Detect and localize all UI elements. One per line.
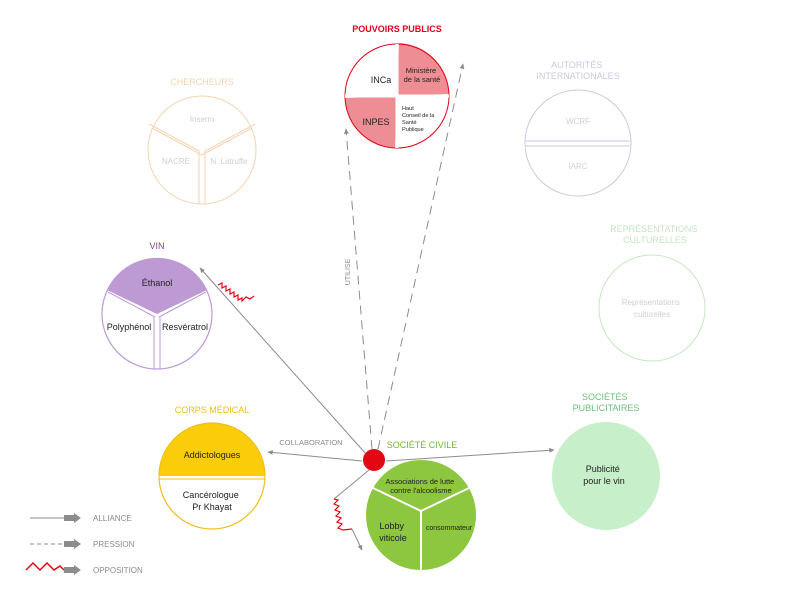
label-wcrf: WCRF	[566, 117, 590, 126]
opposition-arrow-lobby-line	[333, 469, 370, 500]
legend-alliance-label: ALLIANCE	[93, 514, 132, 523]
opposition-zigzag-vin	[217, 282, 255, 303]
chercheurs-outline	[147, 95, 257, 205]
publicitaires-disc	[552, 422, 660, 530]
vin-outline	[101, 258, 213, 370]
alliance-arrow-publicitaires	[385, 447, 555, 462]
pression-arrow-haut-conseil	[377, 63, 465, 450]
label-polyphenol: Polyphénol	[107, 322, 152, 332]
legend-pression-arrowhead	[74, 539, 81, 549]
legend-opposition-arrowhead	[74, 565, 81, 575]
autorites-title: AUTORITÉS INTERNATIONALES	[536, 60, 619, 81]
label-publicite: Publicité pour le vin	[583, 464, 625, 486]
connectors	[199, 63, 555, 564]
segment-ethanol	[107, 257, 207, 314]
label-consommateur: consommateur	[426, 525, 473, 532]
legend-alliance-arrowhead	[74, 513, 81, 523]
node-autorites-internationales: AUTORITÉS INTERNATIONALES WCRF IARC	[524, 60, 632, 197]
node-societes-publicitaires: SOCIÉTÉS PUBLICITAIRES Publicité pour le…	[552, 392, 660, 530]
alliance-arrow-vin	[199, 267, 367, 455]
label-cancerologue: Cancérologue Pr Khayat	[183, 490, 242, 512]
chercheurs-title: CHERCHEURS	[170, 77, 234, 87]
representations-title: REPRÉSENTATIONS CULTURELLES	[610, 224, 700, 245]
opposition-arrow-lobby-tail	[351, 528, 363, 551]
legend-opposition-arrow	[64, 567, 74, 573]
corps-medical-outline	[158, 422, 266, 530]
segment-addictologues	[159, 423, 265, 476]
chercheurs-dividers	[148, 123, 256, 204]
label-addictologues: Addictologues	[184, 450, 241, 460]
alliance-arrow-corps-medical	[267, 450, 363, 462]
node-societe-civile: SOCIÉTÉ CIVILE Associations de lutte con…	[366, 440, 476, 570]
corps-medical-title: CORPS MÉDICAL	[175, 405, 250, 415]
label-inserm: Inserm	[190, 115, 215, 124]
label-latruffe: N. Latruffe	[210, 157, 248, 166]
pression-arrow-inca	[343, 128, 373, 450]
pouvoirs-publics-title: POUVOIRS PUBLICS	[352, 24, 442, 34]
legend-alliance-arrow	[64, 515, 74, 521]
publicitaires-title: SOCIÉTÉS PUBLICITAIRES	[573, 392, 640, 413]
label-iarc: IARC	[568, 162, 587, 171]
label-nacre: NACRE	[162, 157, 190, 166]
label-inca: INCa	[371, 75, 392, 85]
societe-civile-dividers	[372, 487, 470, 570]
label-representations: Représentations culturelles	[622, 298, 683, 319]
representations-outline	[598, 254, 706, 362]
edge-label-collaboration: COLLABORATION	[279, 438, 342, 447]
segment-ministere	[397, 43, 449, 96]
vin-title: VIN	[149, 241, 164, 251]
legend-pression-arrow	[64, 541, 74, 547]
label-ethanol: Éthanol	[142, 278, 173, 288]
society-hub-dot	[363, 449, 385, 471]
label-associations: Associations de lutte contre l'alcoolism…	[386, 477, 457, 495]
node-chercheurs: CHERCHEURS Inserm NACRE N. Latruffe	[147, 77, 257, 205]
edge-label-utilise: UTILISE	[345, 258, 352, 285]
legend: ALLIANCE PRESSION OPPOSITION	[25, 513, 143, 575]
label-ministere: Ministère de la santé	[404, 66, 441, 84]
opposition-zigzag-lobby	[332, 498, 353, 531]
label-inpes: INPES	[362, 117, 389, 127]
node-vin: VIN Éthanol Polyphénol Resvératrol	[101, 241, 213, 370]
label-resveratrol: Resvératrol	[162, 322, 208, 332]
vin-dividers	[107, 291, 207, 369]
autorites-outline	[524, 89, 632, 197]
societe-civile-title: SOCIÉTÉ CIVILE	[387, 440, 458, 450]
node-representations-culturelles: REPRÉSENTATIONS CULTURELLES Représentati…	[598, 224, 706, 362]
legend-opposition-zigzag	[25, 561, 65, 572]
node-corps-medical: CORPS MÉDICAL Addictologues Cancérologue…	[158, 405, 266, 530]
node-pouvoirs-publics: POUVOIRS PUBLICS INCa Ministère de la sa…	[344, 24, 450, 149]
label-haut-conseil: Haut Conseil de la Santé Publique	[402, 106, 436, 133]
legend-pression-label: PRESSION	[93, 540, 135, 549]
legend-opposition-label: OPPOSITION	[93, 566, 143, 575]
label-lobby: Lobby viticole	[379, 521, 407, 543]
segment-inpes	[345, 96, 397, 148]
